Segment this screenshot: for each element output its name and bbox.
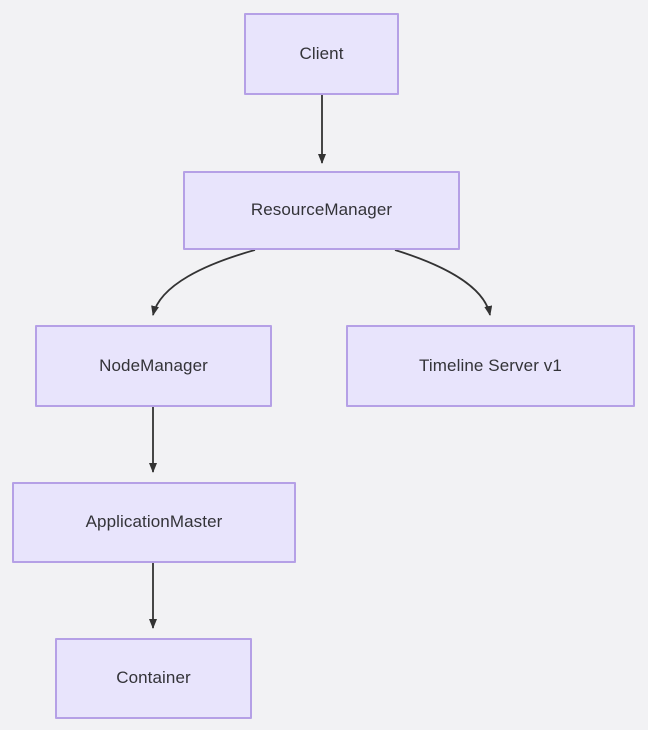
node-nodemanager[interactable]: NodeManager	[35, 325, 272, 407]
node-applicationmaster[interactable]: ApplicationMaster	[12, 482, 296, 563]
node-client-label: Client	[299, 43, 344, 63]
node-resourcemanager[interactable]: ResourceManager	[183, 171, 460, 250]
node-nodemanager-label: NodeManager	[99, 355, 208, 375]
node-client[interactable]: Client	[244, 13, 399, 95]
edge-resourcemanager-to-timelineserver	[394, 249, 493, 316]
node-timelineserver-label: Timeline Server v1	[419, 355, 562, 375]
node-timelineserver[interactable]: Timeline Server v1	[346, 325, 635, 407]
node-resourcemanager-label: ResourceManager	[250, 200, 393, 220]
node-container[interactable]: Container	[55, 638, 252, 719]
node-applicationmaster-label: ApplicationMaster	[85, 512, 223, 532]
edge-resourcemanager-to-nodemanager	[151, 249, 256, 316]
node-container-label: Container	[116, 668, 191, 688]
